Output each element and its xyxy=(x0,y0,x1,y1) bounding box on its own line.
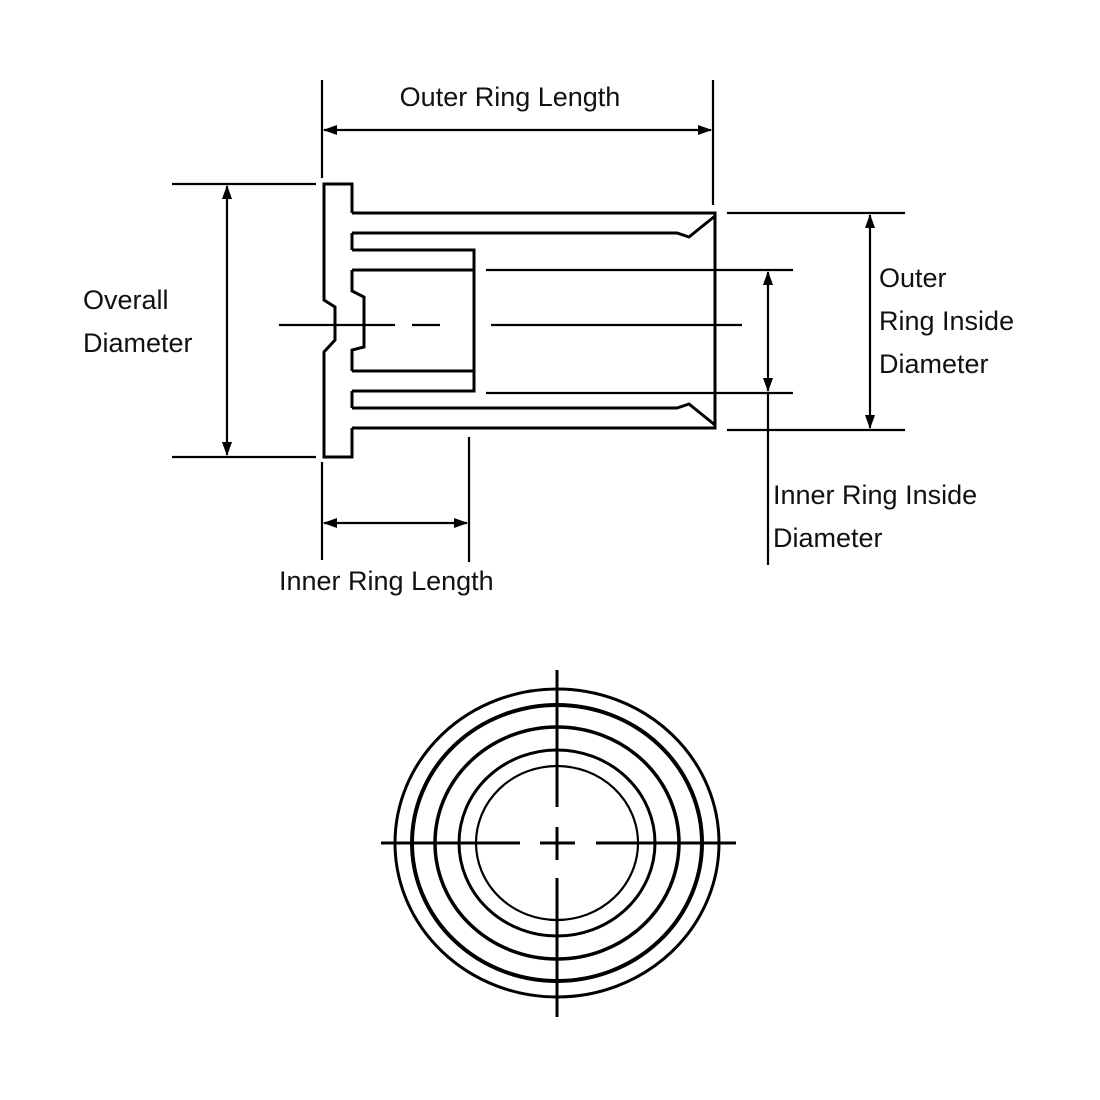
inner-id-extension-lines xyxy=(486,268,793,395)
dimension-lines xyxy=(172,80,905,565)
inner-ring xyxy=(352,248,476,393)
outer-ring-length-label: Outer Ring Length xyxy=(400,82,621,112)
outer-ring-id-label-line2: Ring Inside xyxy=(879,306,1014,336)
outer-ring-top xyxy=(352,211,717,430)
overall-diameter-extension-lines xyxy=(172,182,316,459)
flange-recess xyxy=(350,270,366,371)
outer-id-extension-lines xyxy=(727,211,905,432)
inner-ring-length-label: Inner Ring Length xyxy=(279,566,494,596)
outer-length-extension-lines xyxy=(320,80,715,205)
inner-length-extension-lines xyxy=(320,437,471,562)
inner-ring-id-label-line2: Diameter xyxy=(773,523,883,553)
outer-ring-id-label-line3: Diameter xyxy=(879,349,989,379)
end-view xyxy=(381,670,736,1017)
outer-ring-id-label-line1: Outer xyxy=(879,263,947,293)
outer-ring-inner-top xyxy=(352,214,716,239)
side-view xyxy=(279,182,742,459)
overall-diameter-label-line2: Diameter xyxy=(83,328,193,358)
flange-outline xyxy=(322,182,354,459)
overall-diameter-label-line1: Overall xyxy=(83,285,169,315)
inner-ring-id-label-line1: Inner Ring Inside xyxy=(773,480,977,510)
outer-ring-inner-bottom xyxy=(352,402,716,427)
crosshair-centerlines xyxy=(381,670,736,1017)
